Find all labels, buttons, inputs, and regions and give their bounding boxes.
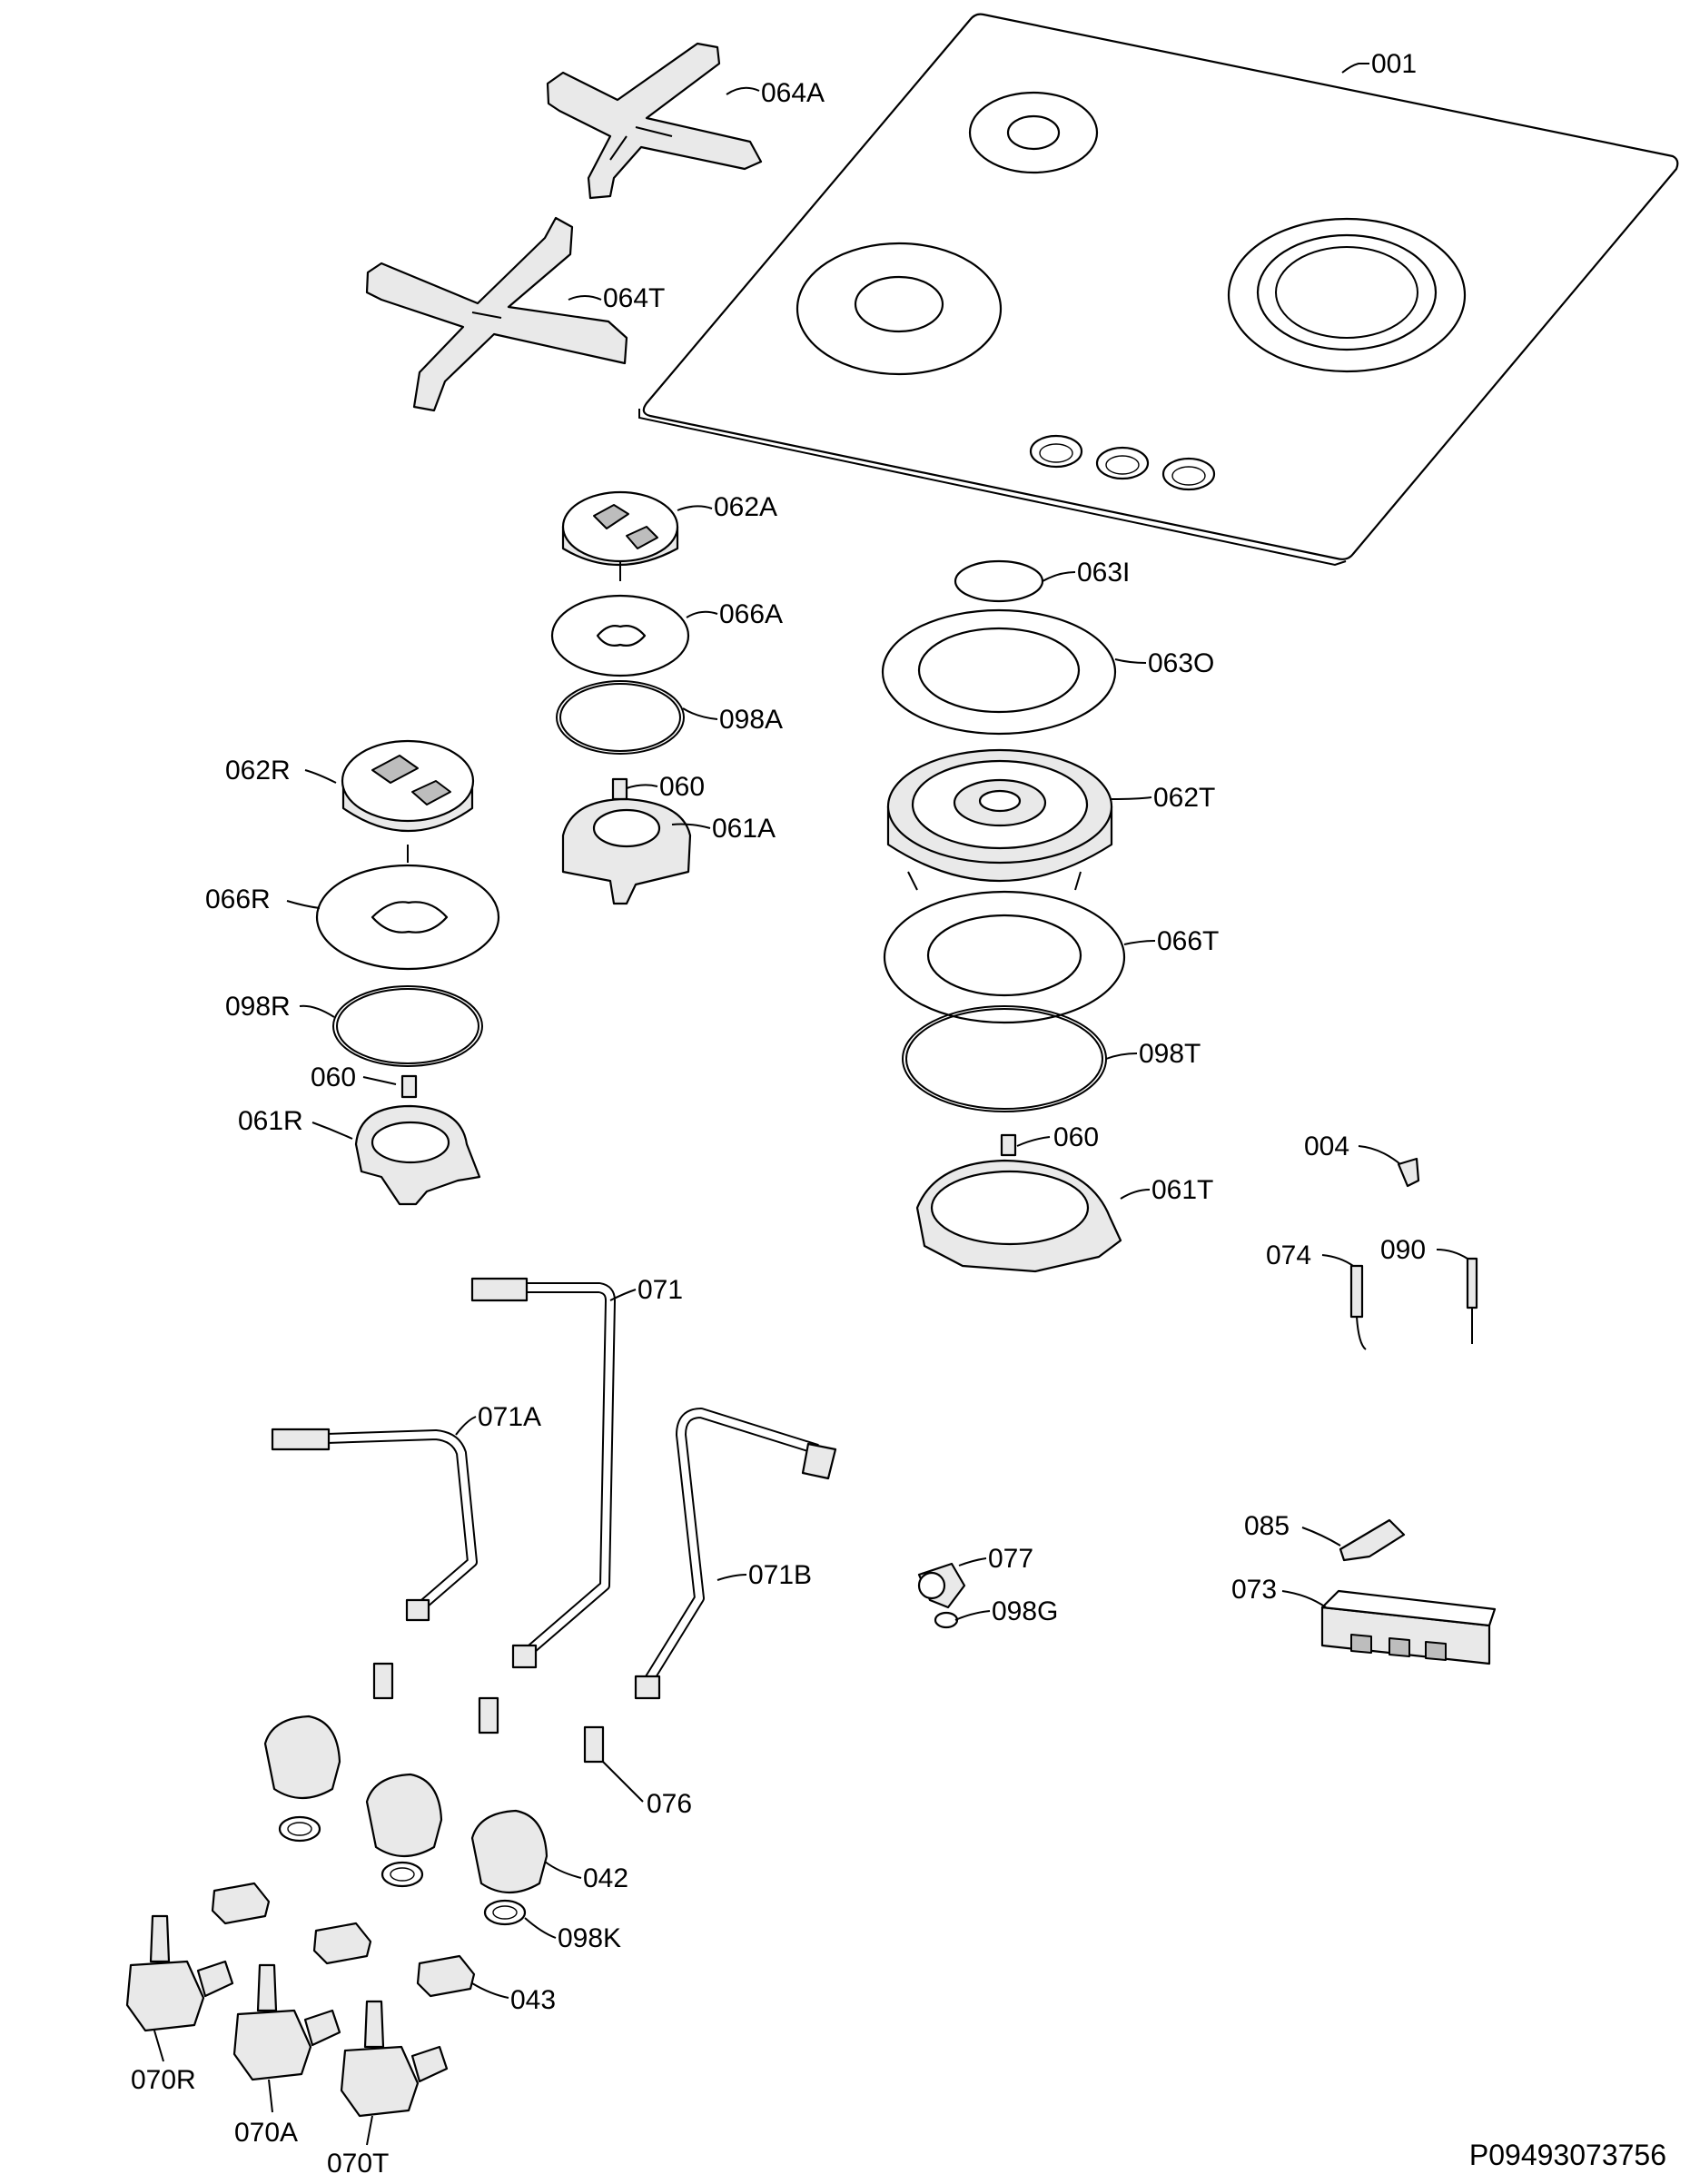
label-p060a: 060 [659,772,705,802]
label-p071A: 071A [478,1402,541,1432]
part-pan-support-auxiliary [546,42,763,200]
part-control-knob [263,1715,549,1893]
label-p062A: 062A [714,492,777,522]
label-p071: 071 [637,1275,683,1305]
part-gas-pipe-a [271,1428,478,1622]
part-ignition-generator [1320,1589,1497,1665]
part-pan-support-triple-crown [365,216,628,412]
label-p090: 090 [1380,1235,1426,1265]
label-p066R: 066R [205,884,271,914]
part-burner-base-auxiliary [561,797,692,905]
part-gas-pipe [470,1277,616,1669]
label-p098A: 098A [719,705,783,735]
label-p060r: 060 [311,1062,356,1092]
label-p076: 076 [647,1789,692,1819]
label-p064A: 064A [761,78,825,108]
part-outer-cap-triple-crown [881,608,1117,736]
part-burner-plate-auxiliary [550,594,690,677]
part-seal-ring-auxiliary [556,680,685,755]
part-gas-tap-triple [340,2000,449,2118]
label-p070T: 070T [327,2149,389,2179]
label-p060t: 060 [1053,1122,1099,1152]
label-p064T: 064T [603,283,665,313]
label-p004: 004 [1304,1132,1349,1161]
label-p071B: 071B [748,1560,812,1590]
label-p063I: 063I [1077,558,1130,588]
part-inlet-gasket [934,1611,959,1629]
label-p062R: 062R [225,756,291,786]
leader-lines [153,63,1468,2146]
label-p073: 073 [1231,1575,1277,1605]
label-p077: 077 [988,1544,1033,1574]
part-gas-tap-rapid [125,1914,234,2032]
part-burner-plate-triple [883,890,1126,1024]
part-ignition-electrode [1349,1264,1367,1350]
label-p061T: 061T [1151,1175,1213,1205]
part-burner-crown-rapid [341,739,475,863]
label-p074: 074 [1266,1240,1311,1270]
part-inner-cap-triple-crown [954,559,1044,603]
label-p066A: 066A [719,599,783,629]
part-burner-crown-triple [886,748,1113,891]
part-burner-base-triple [915,1159,1122,1273]
label-p042: 042 [583,1863,628,1893]
part-seal-ring-rapid [332,985,483,1067]
label-p070R: 070R [131,2065,196,2095]
part-pipe-clamp [372,1662,605,1764]
part-injector-rapid [400,1074,418,1099]
part-knob-seal [278,1815,527,1926]
label-p062T: 062T [1153,783,1215,813]
part-gas-pipe-b [634,1408,837,1700]
part-burner-plate-rapid [315,864,500,971]
part-thermocouple [1466,1257,1478,1344]
part-spring-clip [1397,1157,1420,1188]
part-ignition-switch [1339,1518,1406,1562]
label-p098G: 098G [992,1596,1058,1626]
label-p098T: 098T [1139,1039,1201,1069]
label-p063O: 063O [1148,648,1214,678]
label-p066T: 066T [1157,926,1219,956]
part-injector-auxiliary [611,777,628,801]
label-p001: 001 [1371,49,1417,79]
part-burner-base-rapid [354,1104,481,1206]
label-p043: 043 [510,1985,556,2015]
document-id: P09493073756 [1468,2139,1666,2171]
part-gas-inlet-elbow [917,1562,966,1609]
part-hob-top-plate [638,13,1679,567]
part-burner-crown-auxiliary [561,490,679,581]
label-p098R: 098R [225,992,291,1022]
part-labels: 001 064A 064T 062A 066A 098A 060 061A 06… [131,49,1426,2179]
label-p085: 085 [1244,1511,1290,1541]
label-p061A: 061A [712,814,776,844]
label-p070A: 070A [234,2118,298,2148]
label-p061R: 061R [238,1106,303,1136]
label-p098K: 098K [558,1923,621,1953]
part-injector-triple [1000,1133,1017,1157]
part-gas-tap-auxiliary [232,1963,341,2081]
part-microswitch [211,1882,476,1998]
